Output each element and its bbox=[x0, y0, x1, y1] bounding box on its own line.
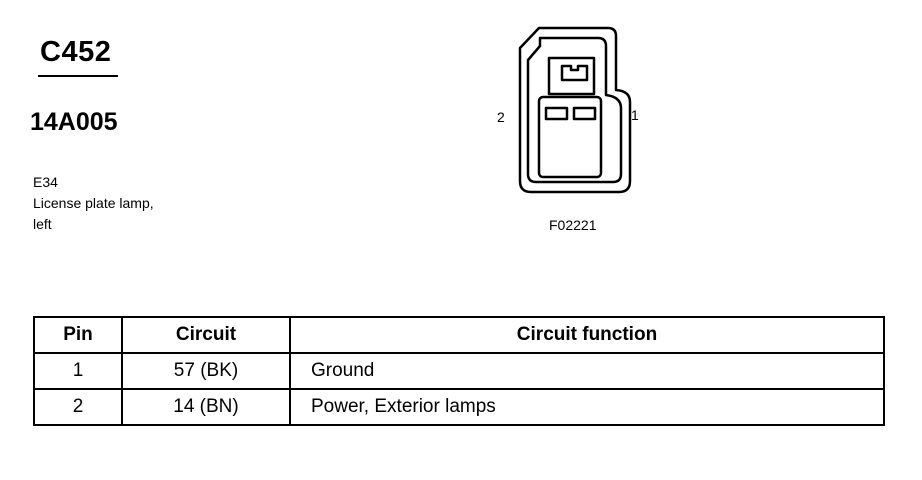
cell-pin: 1 bbox=[33, 352, 123, 390]
figure-code: F02221 bbox=[549, 217, 597, 233]
terminal-block bbox=[537, 95, 603, 179]
locking-tab bbox=[547, 56, 596, 96]
header-circuit-function: Circuit function bbox=[289, 316, 885, 354]
cell-circuit: 14 (BN) bbox=[121, 388, 291, 426]
connector-face-diagram bbox=[518, 26, 632, 194]
connector-id-underline bbox=[38, 75, 118, 77]
cell-function: Power, Exterior lamps bbox=[289, 388, 885, 426]
part-number: 14A005 bbox=[30, 108, 118, 136]
cell-circuit: 57 (BK) bbox=[121, 352, 291, 390]
table-header-row: Pin Circuit Circuit function bbox=[33, 316, 885, 354]
component-side: left bbox=[33, 216, 52, 232]
connector-id: C452 bbox=[40, 36, 112, 68]
pin-2-label: 2 bbox=[497, 109, 505, 125]
locking-tab-latch bbox=[560, 64, 589, 82]
cell-function: Ground bbox=[289, 352, 885, 390]
header-pin: Pin bbox=[33, 316, 123, 354]
component-description: E34 License plate lamp, left bbox=[33, 172, 154, 235]
component-name: License plate lamp, bbox=[33, 195, 154, 211]
cell-pin: 2 bbox=[33, 388, 123, 426]
connector-outer-shell bbox=[518, 26, 632, 194]
table-row: 1 57 (BK) Ground bbox=[33, 352, 885, 390]
pin-1-terminal bbox=[572, 106, 597, 121]
pin-table: Pin Circuit Circuit function 1 57 (BK) G… bbox=[33, 316, 885, 426]
header-circuit: Circuit bbox=[121, 316, 291, 354]
pin-2-terminal bbox=[544, 106, 569, 121]
component-code: E34 bbox=[33, 174, 58, 190]
table-row: 2 14 (BN) Power, Exterior lamps bbox=[33, 388, 885, 426]
pin-1-label: 1 bbox=[631, 107, 639, 123]
connector-inner-shell bbox=[526, 36, 623, 184]
